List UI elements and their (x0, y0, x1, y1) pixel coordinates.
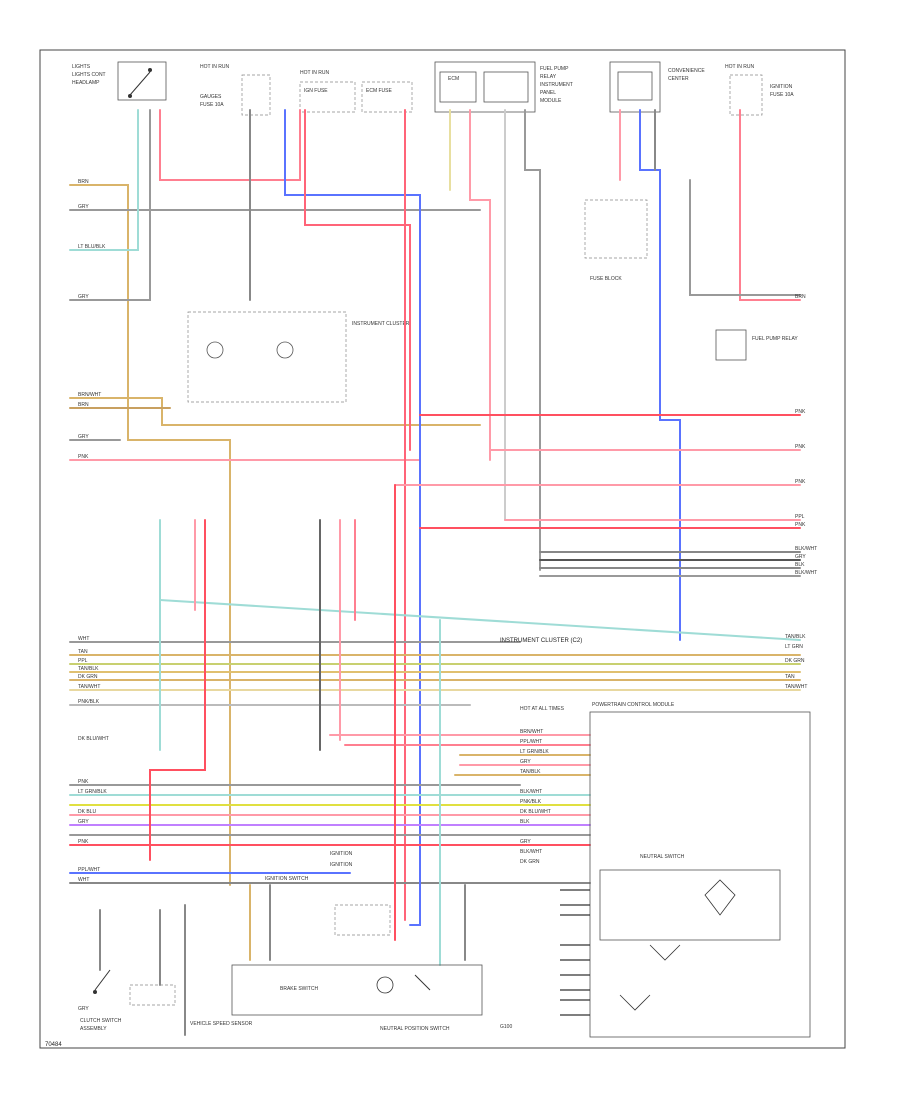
svg-text:NEUTRAL POSITION SWITCH: NEUTRAL POSITION SWITCH (380, 1026, 450, 1032)
svg-text:CENTER: CENTER (668, 76, 689, 82)
wire-label: PNK/BLK (78, 699, 100, 705)
light-switch-label: LIGHTS (72, 64, 91, 70)
svg-text:CONVENIENCE: CONVENIENCE (668, 68, 705, 74)
vss-label: VEHICLE SPEED SENSOR (190, 1021, 253, 1027)
svg-text:FUSE 10A: FUSE 10A (200, 102, 224, 108)
connector-label: GRY (520, 759, 531, 765)
light-switch-box (117, 61, 167, 101)
wire-label: LT BLU/BLK (78, 244, 106, 250)
svg-text:FUSE BLOCK: FUSE BLOCK (590, 276, 622, 282)
wire-label: TAN (785, 674, 795, 680)
svg-text:ECM: ECM (448, 76, 459, 82)
module-label: POWERTRAIN CONTROL MODULE (592, 702, 675, 708)
fuel-pump-relay-label: FUEL PUMP RELAY (752, 336, 798, 342)
wire-label: GRY (78, 1006, 89, 1012)
connector-label: PPL/WHT (520, 739, 542, 745)
svg-text:IGNITION: IGNITION (330, 851, 353, 857)
wire-label: DK BLU (78, 809, 96, 815)
wire-label: WHT (78, 877, 89, 883)
wire-label: DK BLU/WHT (78, 736, 109, 742)
wire-label: WHT (78, 636, 89, 642)
wire-label: PPL/WHT (78, 867, 100, 873)
wire-label: GRY (78, 294, 89, 300)
connector-label: BLK/WHT (520, 789, 542, 795)
connector-label: GRY (520, 839, 531, 845)
svg-text:FUSE 10A: FUSE 10A (770, 92, 794, 98)
svg-text:IGN FUSE: IGN FUSE (304, 88, 328, 94)
wire-label: TAN/WHT (78, 684, 100, 690)
wire-label: PNK (795, 479, 806, 485)
wire-label: BRN (795, 294, 806, 300)
instrument-cluster-block: INSTRUMENT CLUSTER (187, 311, 410, 403)
wire-label: BRN (78, 402, 89, 408)
wire-label: TAN/WHT (785, 684, 807, 690)
wire-label: GRY (795, 554, 806, 560)
connector-label: TAN/BLK (520, 769, 541, 775)
instrument-cluster-cont-label: INSTRUMENT CLUSTER (C2) (500, 638, 582, 644)
connector-label: PNK/BLK (520, 799, 542, 805)
note-hot-at-all-times: HOT AT ALL TIMES (520, 706, 565, 712)
ignition-switch-label: IGNITION SWITCH (265, 876, 309, 882)
svg-text:NEUTRAL SWITCH: NEUTRAL SWITCH (640, 854, 685, 860)
svg-text:IGNITION: IGNITION (770, 84, 793, 90)
connector-label: DK GRN (520, 859, 540, 865)
hot-in-run-right: HOT IN RUN (725, 64, 754, 70)
footer-code: 70484 (45, 1042, 62, 1048)
bottom-components: CLUTCH SWITCH ASSEMBLY VEHICLE SPEED SEN… (80, 851, 512, 1036)
powertrain-module: POWERTRAIN CONTROL MODULE NEUTRAL SWITCH… (520, 702, 811, 1038)
wire-label: DK GRN (78, 674, 98, 680)
wire-label: GRY (78, 204, 89, 210)
wires (69, 109, 801, 966)
wire-label: GRY (78, 819, 89, 825)
instrument-cluster-label: INSTRUMENT CLUSTER (352, 321, 410, 327)
svg-text:MODULE: MODULE (540, 98, 562, 104)
wire-label: BLK/WHT (795, 546, 817, 552)
wire-label: PNK (795, 522, 806, 528)
left-wire-labels: BRN GRY LT BLU/BLK GRY BRN/WHT BRN GRY P… (78, 179, 109, 1012)
module-box (589, 711, 811, 1038)
wire-label: BRN (78, 179, 89, 185)
wire-label: PNK (78, 779, 89, 785)
wire-label: PNK (795, 409, 806, 415)
wire-label: TAN/BLK (785, 634, 806, 640)
svg-text:FUEL PUMP: FUEL PUMP (540, 66, 569, 72)
svg-text:INSTRUMENT: INSTRUMENT (540, 82, 573, 88)
brake-switch-label: BRAKE SWITCH (280, 986, 318, 992)
wire-label: BLK/WHT (795, 570, 817, 576)
connector-label: LT GRN/BLK (520, 749, 549, 755)
top-components: LIGHTS LIGHTS CONT HEADLAMP HOT IN RUN G… (72, 61, 794, 116)
wire-label: BLK (795, 562, 805, 568)
wire-label: LT GRN/BLK (78, 789, 107, 795)
svg-text:HEADLAMP: HEADLAMP (72, 80, 100, 86)
wire-label: TAN/BLK (78, 666, 99, 672)
wire-label: PNK (78, 839, 89, 845)
wire-label: TAN (78, 649, 88, 655)
connector-label: BLK/WHT (520, 849, 542, 855)
svg-text:GAUGES: GAUGES (200, 94, 222, 100)
note-ignition: IGNITION (330, 862, 353, 868)
ground-label: G100 (500, 1024, 512, 1030)
connector-label: DK BLU/WHT (520, 809, 551, 815)
wire-label: PNK (795, 444, 806, 450)
svg-text:RELAY: RELAY (540, 74, 557, 80)
connector-label: BRN/WHT (520, 729, 543, 735)
svg-text:PANEL: PANEL (540, 90, 556, 96)
hot-in-run-left: HOT IN RUN (200, 64, 229, 70)
wire-label: GRY (78, 434, 89, 440)
svg-text:ASSEMBLY: ASSEMBLY (80, 1026, 107, 1032)
diagram-frame (39, 49, 846, 1049)
wire-label: DK GRN (785, 658, 805, 664)
clutch-switch-label: CLUTCH SWITCH (80, 1018, 122, 1024)
hot-in-run-mid: HOT IN RUN (300, 70, 329, 76)
right-wire-labels: BRN PNK PNK PNK PPL PNK BLK/WHT GRY BLK … (785, 294, 817, 690)
wire-label: PPL (795, 514, 805, 520)
svg-text:LIGHTS CONT: LIGHTS CONT (72, 72, 106, 78)
wire-label: BRN/WHT (78, 392, 101, 398)
wire-label: PPL (78, 658, 88, 664)
svg-text:ECM FUSE: ECM FUSE (366, 88, 393, 94)
connector-label: BLK (520, 819, 530, 825)
wire-label: PNK (78, 454, 89, 460)
wire-label: LT GRN (785, 644, 803, 650)
